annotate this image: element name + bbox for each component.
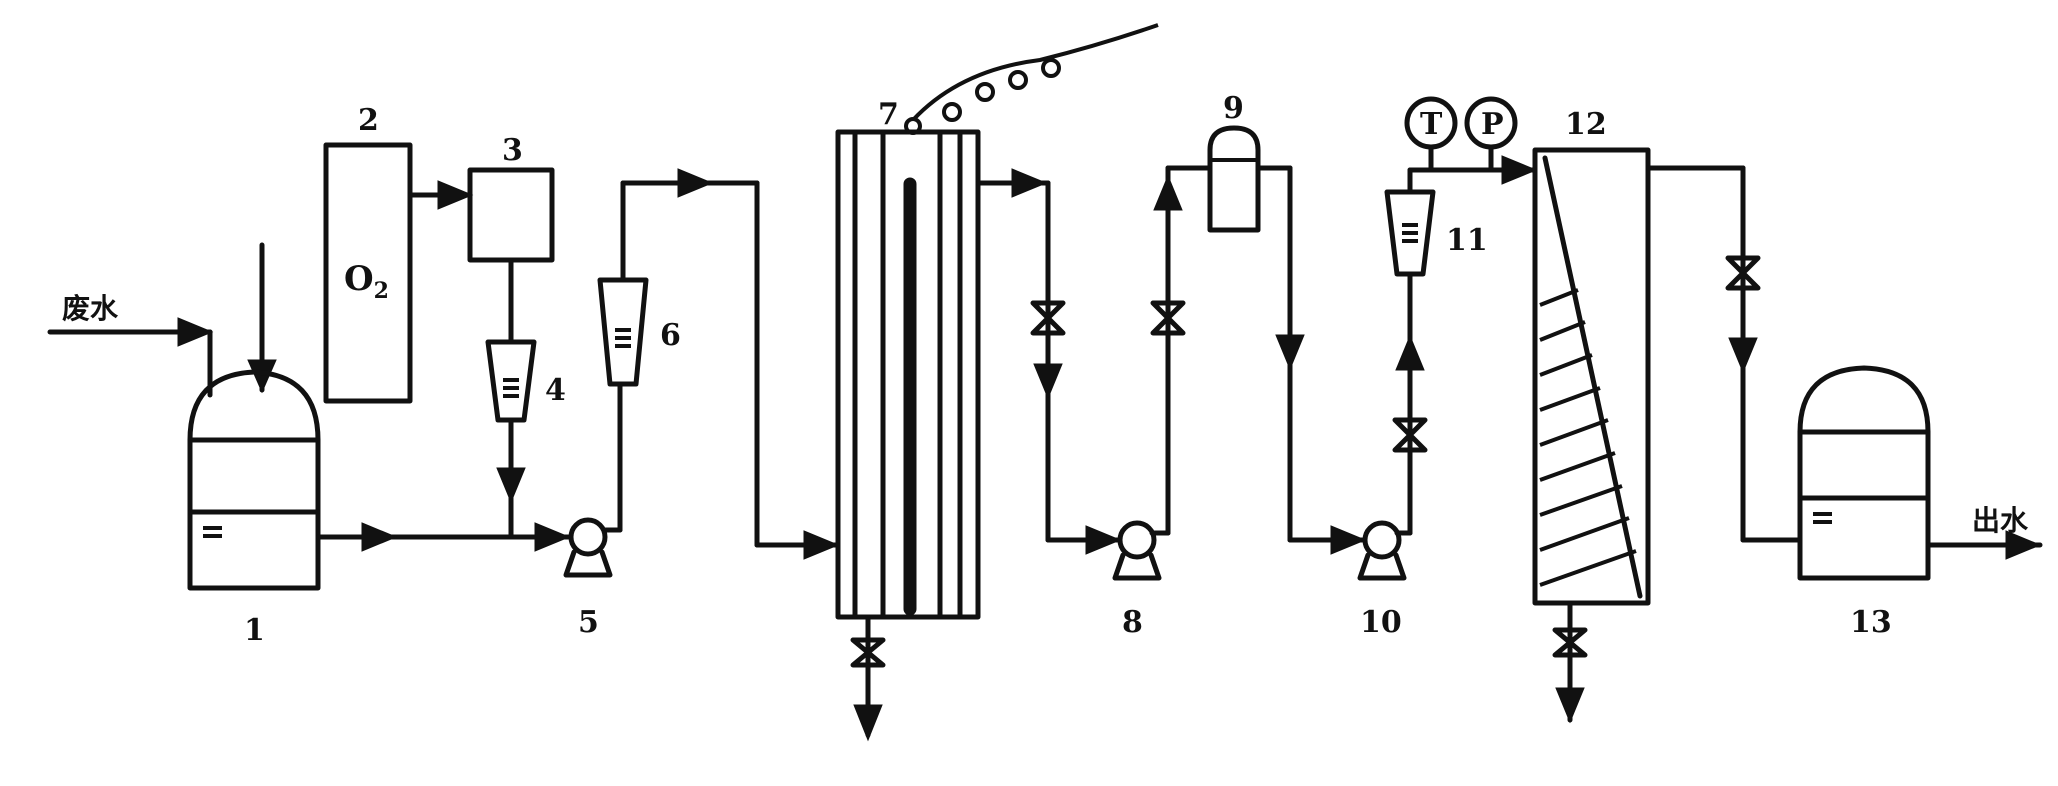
valve-wedge-outlet (1725, 255, 1761, 291)
pressure-gauge-label: P (1481, 107, 1504, 142)
valve-pump10-outlet (1392, 417, 1428, 453)
label-12: 12 (1565, 107, 1607, 142)
line-reactor-to-pump8 (975, 168, 1123, 555)
label-2: 2 (358, 103, 379, 138)
wedge-diagonal (1542, 155, 1643, 599)
pressure-gauge (1464, 96, 1518, 150)
separator-body (1207, 125, 1261, 233)
inlet-arrow (177, 317, 214, 347)
flowmeter6-body (597, 277, 649, 387)
label-1: 1 (244, 613, 265, 648)
line-wedge-to-tank13 (1645, 165, 1803, 543)
valve-reactor-outlet (1030, 300, 1066, 336)
pump-5: 5 (563, 383, 623, 640)
temperature-gauge (1404, 96, 1458, 150)
label-8: 8 (1122, 605, 1143, 640)
coil-loop (942, 102, 962, 122)
pump5-base (563, 549, 613, 578)
gas-flowmeter: 4 (485, 339, 566, 540)
label-4: 4 (545, 373, 566, 408)
wedge-reactor-shell (1532, 147, 1651, 606)
tank13-body (1797, 429, 1931, 581)
pump-8: 8 (1112, 165, 1213, 640)
pump-10: 10 (1357, 272, 1428, 640)
tank1-dome (187, 369, 321, 443)
flowmeter11-body (1384, 189, 1436, 277)
effluent-tank: 13 (1797, 365, 1931, 640)
liquid-flowmeter: 6 (597, 180, 681, 387)
line-oxygen-to-regulator (407, 180, 474, 210)
raw-water-tank: 1 (187, 369, 321, 648)
outlet-discharge: 出水 (1925, 504, 2043, 560)
label-10: 10 (1360, 605, 1402, 640)
line-feed-to-reactor (620, 168, 841, 560)
power-cable (911, 23, 1159, 122)
drain-valve-7 (850, 637, 886, 668)
gauges: T P (1404, 96, 1518, 173)
drain-valve-12 (1552, 627, 1588, 658)
regulator-body (467, 167, 555, 263)
inlet-label: 废水 (62, 292, 119, 325)
oxygen-symbol: O2 (344, 259, 389, 304)
label-6: 6 (660, 318, 681, 353)
valve-pump8-outlet (1150, 300, 1186, 336)
label-3: 3 (502, 133, 523, 168)
pump5-impeller (568, 517, 608, 557)
separator-vessel: 9 (1207, 91, 1368, 555)
inlet-feed: 废水 (47, 242, 277, 398)
label-7: 7 (878, 97, 899, 132)
flowmeter-11: 11 (1384, 155, 1538, 277)
reactor-column: 7 (835, 23, 1159, 742)
outlet-label: 出水 (1972, 504, 2029, 537)
label-9: 9 (1223, 91, 1244, 126)
reactor-electrode (903, 177, 917, 616)
label-11: 11 (1446, 223, 1488, 258)
oxygen-cylinder-body (323, 142, 413, 404)
wedge-reactor: 12 (1532, 107, 1651, 724)
tank13-dome (1797, 365, 1931, 435)
oxygen-cylinder: O2 2 (323, 103, 413, 404)
temperature-gauge-label: T (1420, 107, 1443, 142)
label-13: 13 (1850, 605, 1892, 640)
regulator-box: 3 (467, 133, 555, 343)
label-5: 5 (578, 605, 599, 640)
line-tank1-to-pump5 (315, 522, 573, 552)
flowmeter4-body (485, 339, 537, 423)
